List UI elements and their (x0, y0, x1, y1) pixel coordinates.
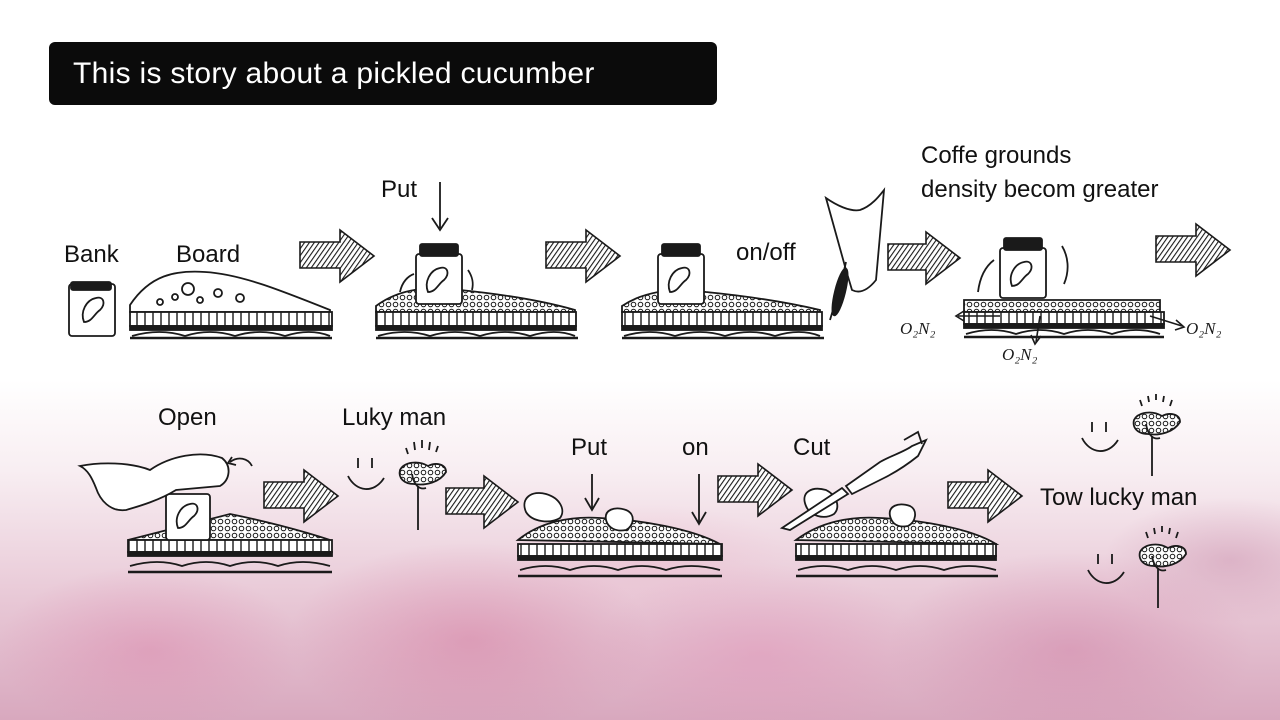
jar-bank (68, 281, 116, 337)
page-title: This is story about a pickled cucumber (73, 57, 595, 90)
label-put-2: Put (571, 434, 608, 461)
board-3 (621, 289, 824, 340)
arrow-row1-4 (1155, 222, 1232, 278)
arrow-row2-3 (717, 462, 794, 518)
label-tow-lucky-man: Tow lucky man (1040, 484, 1198, 511)
label-on-off: on/off (736, 239, 796, 266)
label-cut: Cut (793, 434, 831, 461)
arrow-row2-1 (263, 468, 340, 524)
title-banner: This is story about a pickled cucumber (49, 42, 717, 105)
board-cut (779, 430, 1000, 578)
luky-man-figure (347, 440, 447, 530)
put-down-arrow (431, 182, 449, 232)
arrow-row1-1 (299, 228, 376, 284)
jar-density (977, 237, 1069, 299)
arrow-row1-3 (887, 230, 962, 286)
board-open (127, 493, 333, 574)
board-1 (129, 270, 333, 340)
two-lucky-men-figure (1081, 394, 1187, 608)
board-put-chips (515, 474, 723, 578)
jar-onoff (657, 243, 705, 305)
label-coffee-line2: density becom greater (921, 176, 1159, 203)
label-coffee-line1: Coffe grounds (921, 142, 1072, 169)
arrow-row1-2 (545, 228, 622, 284)
gas-arrows (954, 310, 1186, 346)
label-board: Board (176, 241, 241, 268)
label-on: on (682, 434, 709, 461)
gas-label-left: O₂N₂ (900, 319, 936, 338)
board-4 (963, 299, 1165, 339)
arrow-row2-4 (947, 468, 1024, 524)
label-luky-man: Luky man (342, 404, 447, 431)
board-2 (375, 287, 578, 340)
gas-label-bottom: O₂N₂ (1002, 345, 1038, 364)
gas-label-right: O₂N₂ (1186, 319, 1222, 338)
label-open: Open (158, 404, 217, 431)
label-put-1: Put (381, 176, 418, 203)
hand-open (77, 453, 253, 512)
arrow-row2-2 (445, 474, 520, 530)
jar-put (399, 243, 474, 305)
label-bank: Bank (64, 241, 119, 268)
hand-on-off (824, 187, 886, 321)
